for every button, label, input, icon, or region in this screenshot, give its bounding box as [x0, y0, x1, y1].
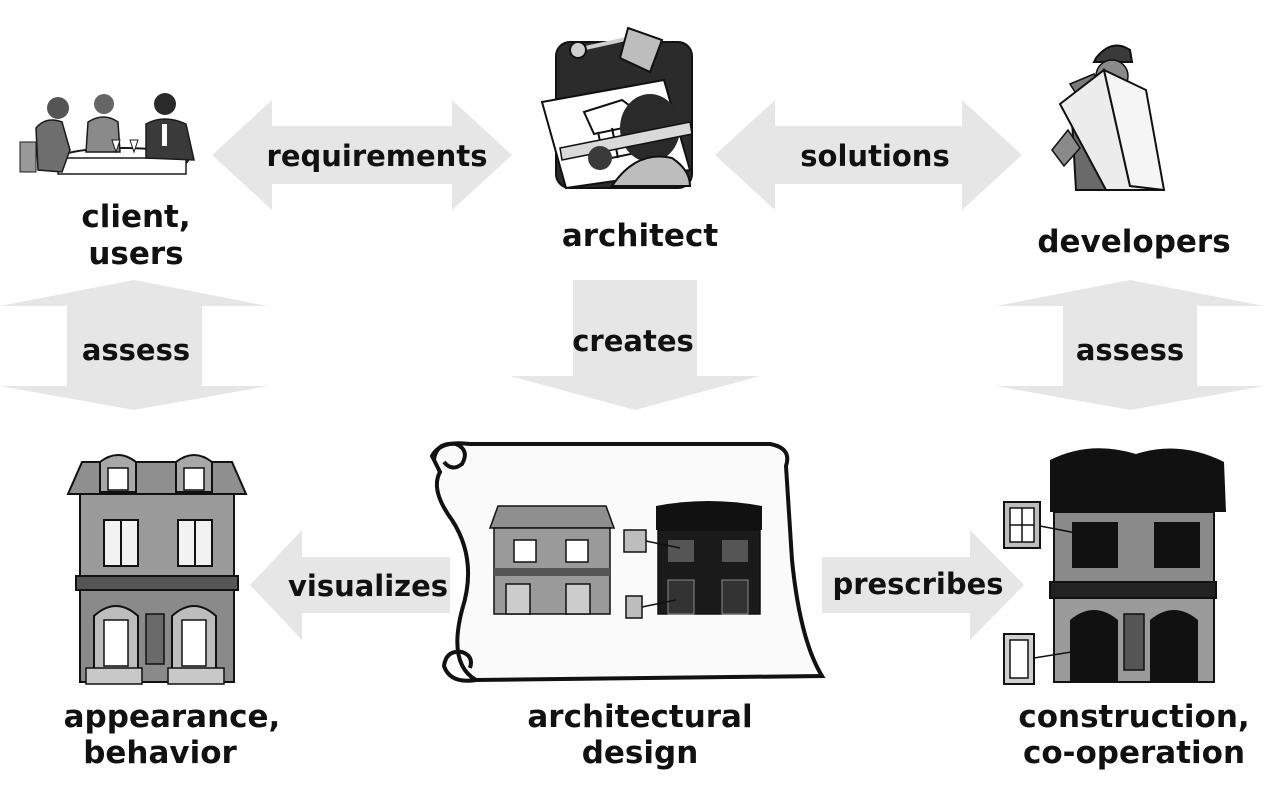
construction-worker-icon — [1051, 44, 1166, 192]
design-label-line2: design — [582, 735, 699, 771]
label-assess-left: assess — [82, 333, 190, 367]
appearance-label-line2: behavior — [83, 735, 237, 771]
label-visualizes: visualizes — [288, 569, 448, 603]
arrow-assess-left — [0, 280, 268, 410]
label-prescribes: prescribes — [832, 567, 1003, 601]
construction-label-line1: construction, — [1018, 699, 1249, 735]
arrow-visualizes — [250, 530, 450, 640]
arrow-creates — [510, 280, 760, 410]
arrow-requirements — [212, 100, 512, 210]
architect-label: architect — [562, 218, 718, 254]
appearance-label-line1: appearance, — [64, 699, 281, 735]
arrow-assess-right — [996, 280, 1264, 410]
label-requirements: requirements — [267, 139, 488, 173]
arrow-prescribes — [822, 530, 1024, 640]
design-label-line1: architectural — [527, 699, 752, 735]
arrow-solutions — [715, 100, 1022, 210]
label-solutions: solutions — [800, 139, 949, 173]
meeting-people-icon — [19, 93, 195, 175]
developers-label: developers — [1037, 224, 1230, 260]
client-label-line1: client, — [81, 199, 190, 235]
label-assess-right: assess — [1076, 333, 1184, 367]
construction-label-line2: co-operation — [1023, 735, 1245, 771]
blueprint-scroll-icon — [429, 441, 826, 683]
arrows — [0, 100, 1264, 640]
client-label-line2: users — [88, 236, 183, 272]
house-elevation-icon — [66, 454, 248, 685]
label-creates: creates — [572, 324, 694, 358]
house-structure-icon — [1003, 448, 1226, 685]
architect-drafting-icon — [540, 26, 693, 190]
